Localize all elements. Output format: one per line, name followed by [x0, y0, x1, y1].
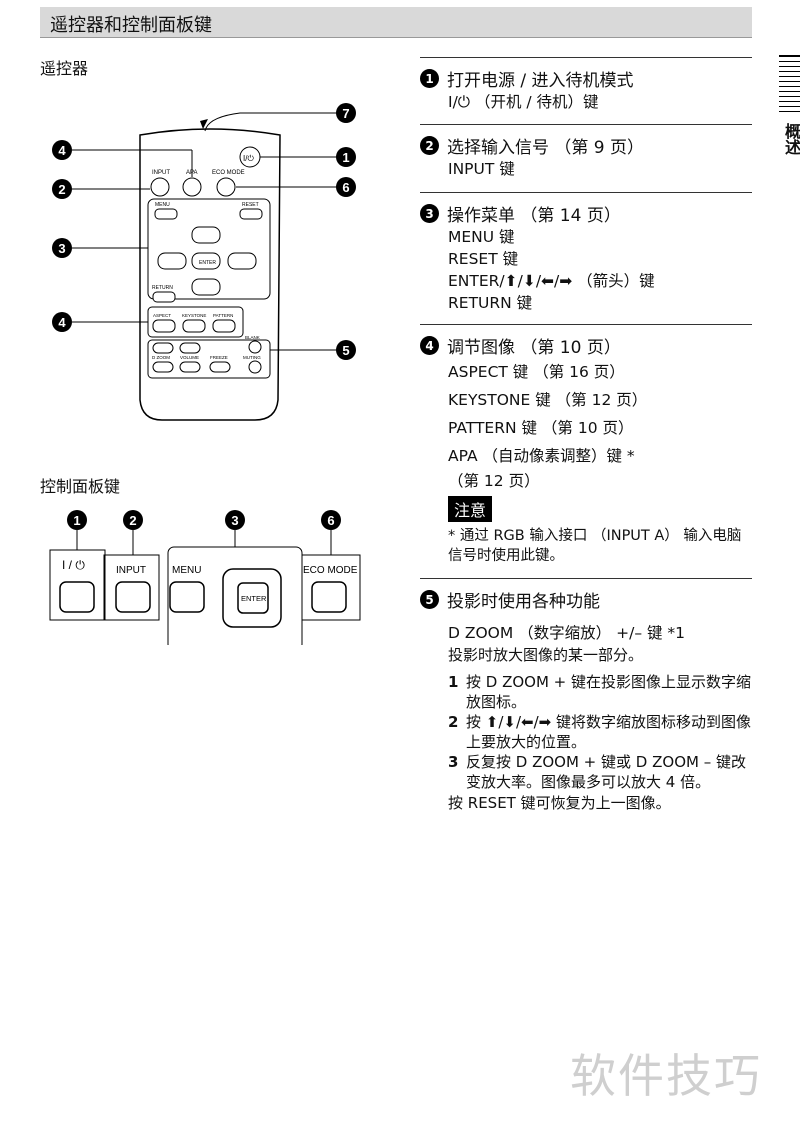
section-tail: 按 RESET 键可恢复为上一图像。: [448, 794, 671, 812]
callout-7: 7: [342, 106, 349, 121]
pattern-key-label: PATTERN: [213, 313, 233, 318]
chapter-tab-label: 概述: [782, 123, 800, 155]
section-heading: 选择输入信号 （第 9 页）: [447, 138, 645, 158]
input-key-label: INPUT: [152, 170, 170, 176]
panel-power-label: I / ⏻: [62, 558, 85, 572]
chapter-tab: 概述: [779, 55, 800, 155]
section-heading: 打开电源 / 进入待机模式: [447, 71, 634, 91]
section-line: ASPECT 键 （第 16 页）: [448, 363, 625, 381]
section-2: 2 选择输入信号 （第 9 页） INPUT 键: [420, 124, 752, 180]
section-line: D ZOOM （数字缩放） +/– 键 *1: [448, 624, 686, 642]
section-line: 投影时放大图像的某一部分。: [448, 646, 644, 664]
panel-callout-6: 6: [327, 513, 334, 528]
note-text: * 通过 RGB 输入接口 （INPUT A） 输入电脑信号时使用此键。: [448, 528, 742, 564]
note-label: 注意: [448, 496, 493, 522]
callout-1: 1: [342, 150, 349, 165]
callout-4a: 4: [58, 143, 66, 158]
section-line: MENU 键: [448, 228, 515, 246]
section-line: RETURN 键: [448, 294, 533, 312]
section-number: 5: [420, 590, 439, 609]
section-number: 3: [420, 204, 439, 223]
panel-enter-label: ENTER: [241, 594, 267, 603]
blank-key-label: BLANK: [245, 335, 260, 340]
callout-3: 3: [58, 241, 65, 256]
section-line: I/⏻ （开机 / 待机）键: [448, 93, 599, 111]
section-number: 4: [420, 336, 439, 355]
section-number: 1: [420, 69, 439, 88]
callout-4b: 4: [58, 315, 66, 330]
keystone-key-label: KEYSTONE: [182, 313, 206, 318]
section-3: 3 操作菜单 （第 14 页） MENU 键 RESET 键 ENTER/⬆/⬇/…: [420, 192, 752, 314]
panel-menu-label: MENU: [172, 565, 201, 576]
section-heading: 投影时使用各种功能: [447, 592, 600, 612]
callout-2: 2: [58, 182, 65, 197]
return-key-label: RETURN: [152, 285, 173, 291]
freeze-key-label: FREEZE: [210, 355, 228, 360]
page-header: 遥控器和控制面板键: [40, 7, 752, 38]
dzoom-key-label: D ZOOM: [152, 355, 170, 360]
panel-callout-2: 2: [129, 513, 136, 528]
reset-key-label: RESET: [242, 202, 259, 208]
section-4: 4 调节图像 （第 10 页） ASPECT 键 （第 16 页） KEYSTON…: [420, 324, 752, 566]
callout-6: 6: [342, 180, 349, 195]
power-key-label: I/⏻: [243, 154, 254, 163]
section-heading: 操作菜单 （第 14 页）: [447, 206, 621, 226]
remote-diagram: INPUT APA ECO MODE I/⏻ MENU RESET ENTER …: [52, 103, 356, 421]
section-1: 1 打开电源 / 进入待机模式 I/⏻ （开机 / 待机）键: [420, 57, 752, 113]
muting-key-label: MUTING: [243, 355, 261, 360]
callout-5: 5: [342, 343, 349, 358]
panel-callout-1: 1: [73, 513, 80, 528]
section-number: 2: [420, 136, 439, 155]
enter-key-label: ENTER: [199, 260, 216, 266]
page-title: 遥控器和控制面板键: [50, 15, 212, 36]
watermark: 软件技巧: [570, 1049, 762, 1103]
section-line: PATTERN 键 （第 10 页）: [448, 419, 634, 437]
panel-input-label: INPUT: [116, 565, 146, 576]
section-heading: 调节图像 （第 10 页）: [447, 338, 621, 358]
panel-label: 控制面板键: [40, 477, 121, 496]
section-line: APA （自动像素调整）键 *: [448, 447, 635, 465]
eco-key-label: ECO MODE: [212, 170, 245, 176]
panel-eco-label: ECO MODE: [303, 565, 358, 576]
section-line: INPUT 键: [448, 160, 515, 178]
menu-key-label: MENU: [155, 202, 170, 208]
section-line: KEYSTONE 键 （第 12 页）: [448, 391, 648, 409]
control-panel-diagram: I / ⏻ INPUT MENU ENTER ECO MODE 1 2 3 6: [49, 510, 361, 645]
panel-callout-3: 3: [231, 513, 238, 528]
section-line: RESET 键: [448, 250, 519, 268]
section-line: ENTER/⬆/⬇/⬅/➡ （箭头）键: [448, 272, 655, 290]
remote-label: 遥控器: [40, 59, 89, 78]
volume-key-label: VOLUME: [180, 355, 199, 360]
aspect-key-label: ASPECT: [153, 313, 171, 318]
section-5: 5 投影时使用各种功能 D ZOOM （数字缩放） +/– 键 *1 投影时放大图…: [420, 578, 752, 814]
section-line: （第 12 页）: [448, 472, 540, 490]
